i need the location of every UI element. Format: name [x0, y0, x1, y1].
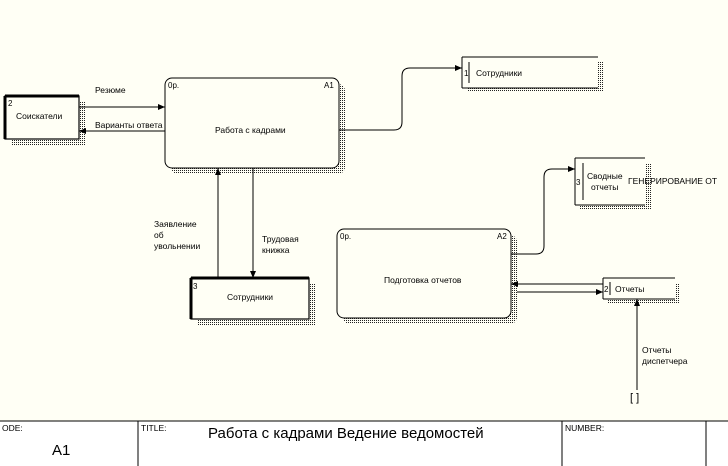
- flow-to-summary-store[interactable]: [511, 166, 575, 255]
- process-report-prep[interactable]: 0р. A2 Подготовка отчетов: [336, 228, 517, 324]
- flow-label: Варианты ответа: [95, 120, 163, 130]
- store-label: Отчеты: [615, 284, 644, 294]
- store-label-line1: Сводные: [587, 171, 623, 181]
- title-label: TITLE:: [141, 423, 167, 433]
- store-label-line2: отчеты: [591, 182, 618, 192]
- flow-answer-options[interactable]: Варианты ответа: [79, 120, 165, 134]
- external-label: Сотрудники: [227, 292, 273, 302]
- process-code: A2: [497, 232, 507, 241]
- flow-resume[interactable]: Резюме: [79, 85, 165, 110]
- process-op: 0р.: [168, 81, 179, 90]
- flow-generation[interactable]: ГЕНЕРИРОВАНИЕ ОТ: [628, 176, 717, 186]
- external-number: 2: [8, 99, 13, 108]
- external-label: Соискатели: [16, 111, 63, 121]
- flow-labor-book[interactable]: Трудовая книжка: [250, 168, 299, 278]
- process-work-with-staff[interactable]: 0р. A1 Работа с кадрами: [164, 77, 345, 174]
- process-label: Работа с кадрами: [215, 125, 286, 135]
- process-code: A1: [324, 81, 334, 90]
- store-number: 2: [604, 285, 609, 294]
- flow-label: ГЕНЕРИРОВАНИЕ ОТ: [628, 176, 717, 186]
- store-number: 3: [576, 178, 581, 187]
- tunnel-marker: [ ]: [630, 392, 639, 404]
- flow-label-line2: книжка: [262, 245, 290, 255]
- store-label: Сотрудники: [476, 68, 522, 78]
- external-applicants[interactable]: 2 Соискатели: [3, 94, 85, 145]
- flow-label: Резюме: [95, 85, 126, 95]
- store-summary[interactable]: 3 Сводные отчеты: [574, 157, 652, 210]
- flow-label-line1: Отчеты: [642, 345, 671, 355]
- node-value: A1: [52, 442, 70, 459]
- store-number: 1: [464, 69, 469, 78]
- node-label: ODE:: [2, 423, 23, 433]
- process-op: 0р.: [340, 232, 351, 241]
- diagram-title: Работа с кадрами Ведение ведомостей: [208, 425, 484, 442]
- flow-to-store-employees[interactable]: [339, 65, 462, 131]
- flow-label-line3: увольнении: [154, 241, 200, 251]
- store-reports[interactable]: 2 Отчеты: [602, 277, 680, 303]
- external-number: 3: [193, 282, 198, 291]
- flow-dismissal-request[interactable]: Заявление об увольнении: [154, 168, 221, 278]
- number-label: NUMBER:: [565, 423, 604, 433]
- process-label: Подготовка отчетов: [384, 275, 462, 285]
- flow-label-line2: диспетчера: [642, 356, 688, 366]
- flow-label-line1: Заявление: [154, 219, 197, 229]
- title-block: ODE: A1 TITLE: Работа с кадрами Ведение …: [0, 420, 728, 466]
- flow-label-line1: Трудовая: [262, 234, 299, 244]
- flow-label-line2: об: [154, 230, 164, 240]
- flow-dispatcher-reports[interactable]: Отчеты диспетчера [ ]: [630, 299, 688, 404]
- store-employees[interactable]: 1 Сотрудники: [461, 56, 603, 91]
- external-employees[interactable]: 3 Сотрудники: [189, 276, 316, 325]
